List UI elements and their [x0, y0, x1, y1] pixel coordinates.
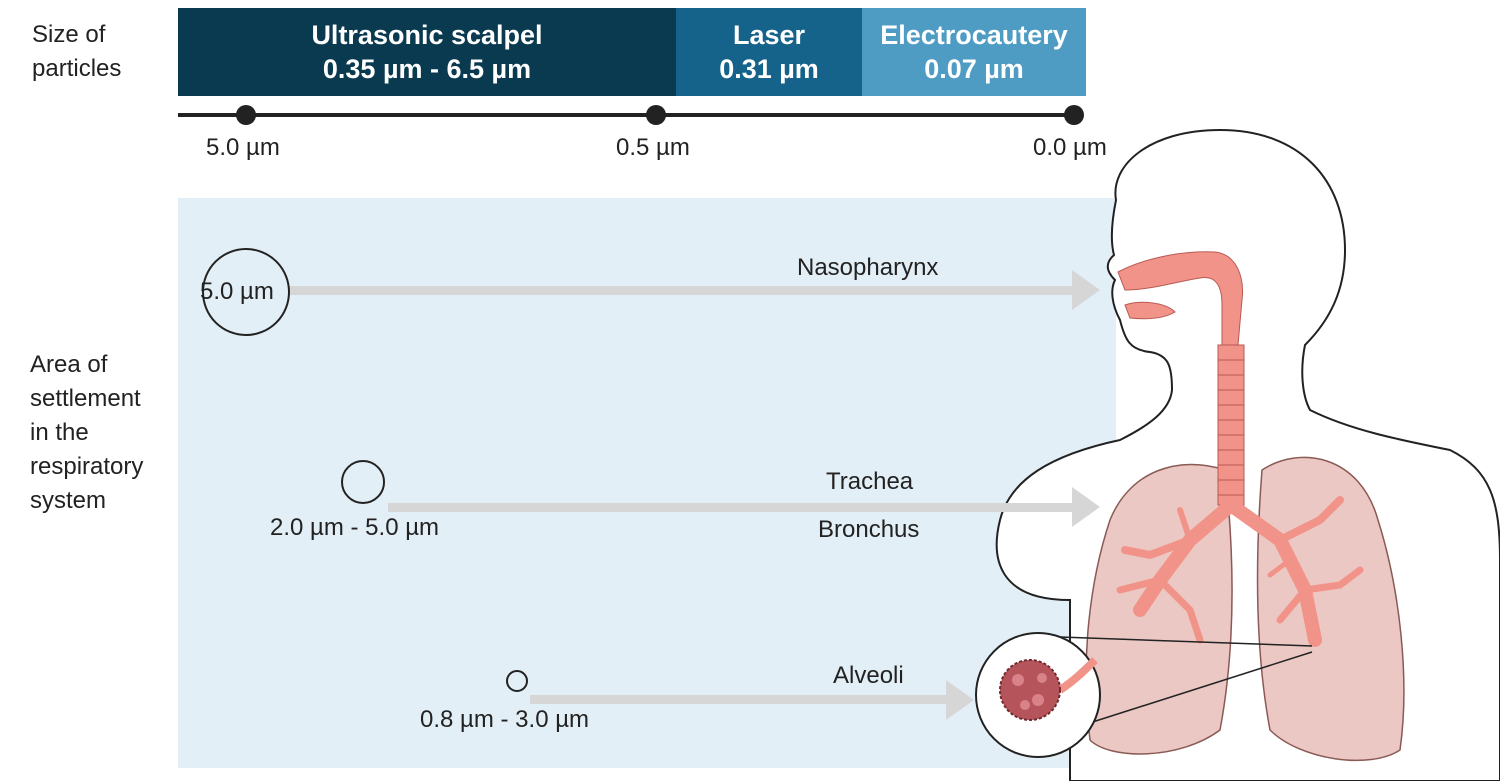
- destination-bronchus: Bronchus: [818, 516, 919, 544]
- particle-medium-label: 2.0 µm - 5.0 µm: [270, 514, 439, 542]
- particle-medium: [341, 460, 385, 504]
- arrow-nasopharynx: [290, 270, 1100, 310]
- destination-trachea: Trachea: [826, 468, 913, 496]
- particle-small-label: 0.8 µm - 3.0 µm: [420, 706, 589, 734]
- particle-large-label: 5.0 µm: [200, 278, 274, 306]
- arrow-trachea-bronchus: [388, 487, 1100, 527]
- alveoli-cluster: [1000, 660, 1060, 720]
- destination-nasopharynx: Nasopharynx: [797, 254, 938, 282]
- particle-small: [506, 670, 528, 692]
- arrow-alveoli: [530, 680, 974, 720]
- destination-alveoli: Alveoli: [833, 662, 904, 690]
- trachea-tube: [1218, 345, 1244, 505]
